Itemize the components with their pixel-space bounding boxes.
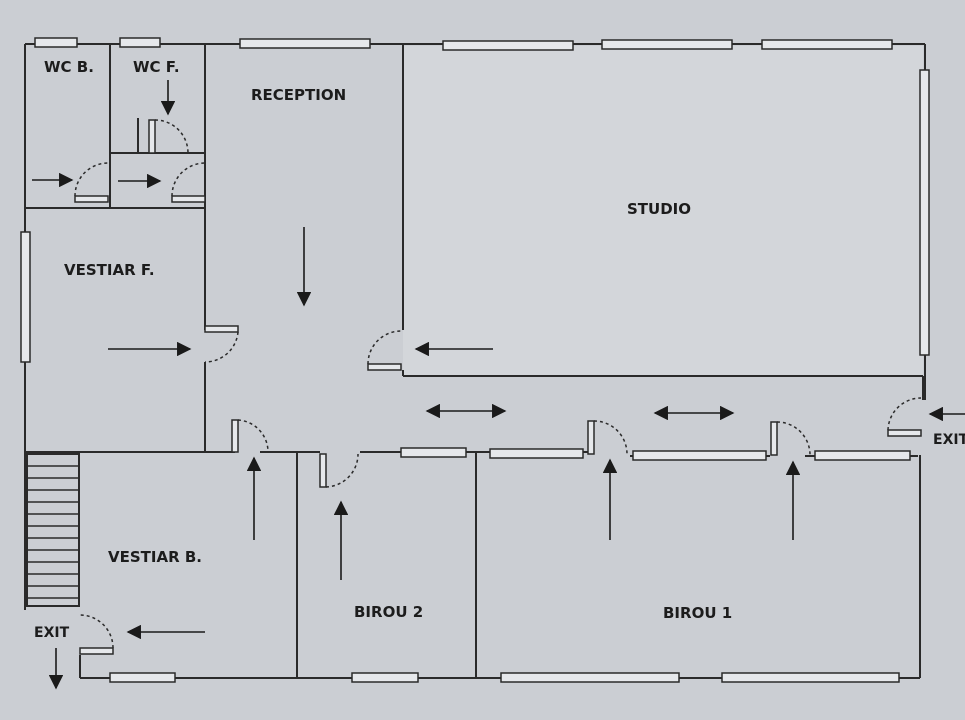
window [919,69,930,356]
window [351,672,419,683]
room-label-birou-2: BIROU 2 [354,603,423,621]
window [632,450,767,461]
door [74,195,109,203]
windows [20,37,930,683]
exit-label-right: EXIT [933,432,965,448]
door [231,419,239,453]
room-label-reception: RECEPTION [251,86,346,104]
window [34,37,78,48]
walls [24,43,926,679]
exit-label-left: EXIT [34,625,70,641]
window [500,672,680,683]
room-label-wc-f: WC F. [133,58,180,76]
room-label-vestiar-f: VESTIAR F. [64,261,155,279]
studio-floor-shade [403,46,923,376]
window [239,38,371,49]
flow-arrows [32,80,965,690]
door [79,647,114,655]
door [587,420,595,455]
stairs [26,453,80,607]
door [171,195,206,203]
room-label-birou-1: BIROU 1 [663,604,732,622]
window [489,448,584,459]
door [148,119,156,154]
window [20,231,31,363]
window [814,450,911,461]
room-label-wc-b: WC B. [44,58,94,76]
window [400,447,467,458]
window [761,39,893,50]
door [204,325,239,333]
door [367,363,402,371]
window [601,39,733,50]
doors [74,119,922,655]
door [319,453,327,488]
window [721,672,900,683]
door [887,429,922,437]
door [770,421,778,456]
window [119,37,161,48]
room-label-studio: STUDIO [627,200,691,218]
window [442,40,574,51]
window [109,672,176,683]
room-label-vestiar-b: VESTIAR B. [108,548,202,566]
